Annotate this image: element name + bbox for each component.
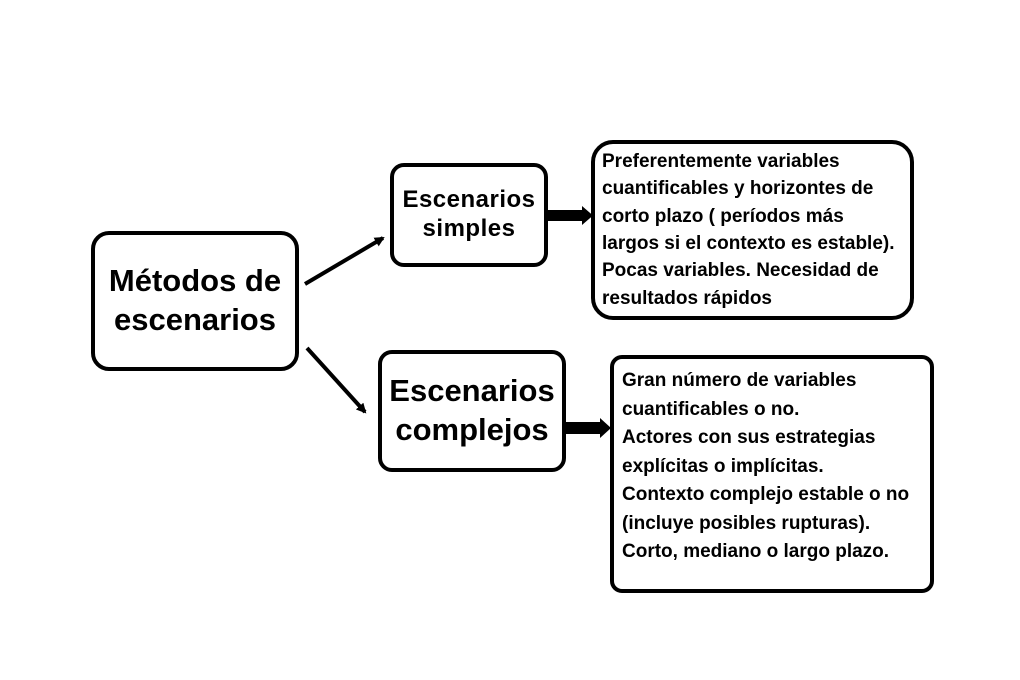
description-box-simples: Preferentemente variables cuantificables… bbox=[591, 140, 914, 320]
node-simples-line1: Escenarios bbox=[402, 186, 536, 214]
node-complejos-label: Escenarios complejos bbox=[389, 372, 554, 450]
description-text-simples: Preferentemente variables cuantificables… bbox=[602, 151, 895, 309]
root-node-line1: Métodos de bbox=[108, 263, 282, 299]
node-complejos-line2: complejos bbox=[395, 412, 549, 447]
root-node-metodos-de-escenarios: Métodos de escenarios bbox=[91, 231, 299, 371]
node-escenarios-complejos: Escenarios complejos bbox=[378, 350, 566, 472]
description-box-complejos: Gran número de variables cuantificables … bbox=[610, 355, 934, 593]
node-simples-label: Escenarios simples bbox=[402, 186, 535, 244]
description-text-complejos: Gran número de variables cuantificables … bbox=[622, 370, 910, 562]
arrow-root-to-simple bbox=[303, 236, 385, 286]
arrow-root-to-complex bbox=[305, 346, 367, 414]
arrow-complex-to-desc bbox=[566, 418, 611, 438]
node-simples-line2: simples bbox=[422, 215, 516, 242]
root-node-label: Métodos de escenarios bbox=[109, 262, 281, 340]
root-node-line2: escenarios bbox=[113, 302, 276, 337]
arrow-simple-to-desc bbox=[548, 206, 593, 225]
node-complejos-line1: Escenarios bbox=[389, 373, 555, 409]
node-escenarios-simples: Escenarios simples bbox=[390, 163, 548, 267]
